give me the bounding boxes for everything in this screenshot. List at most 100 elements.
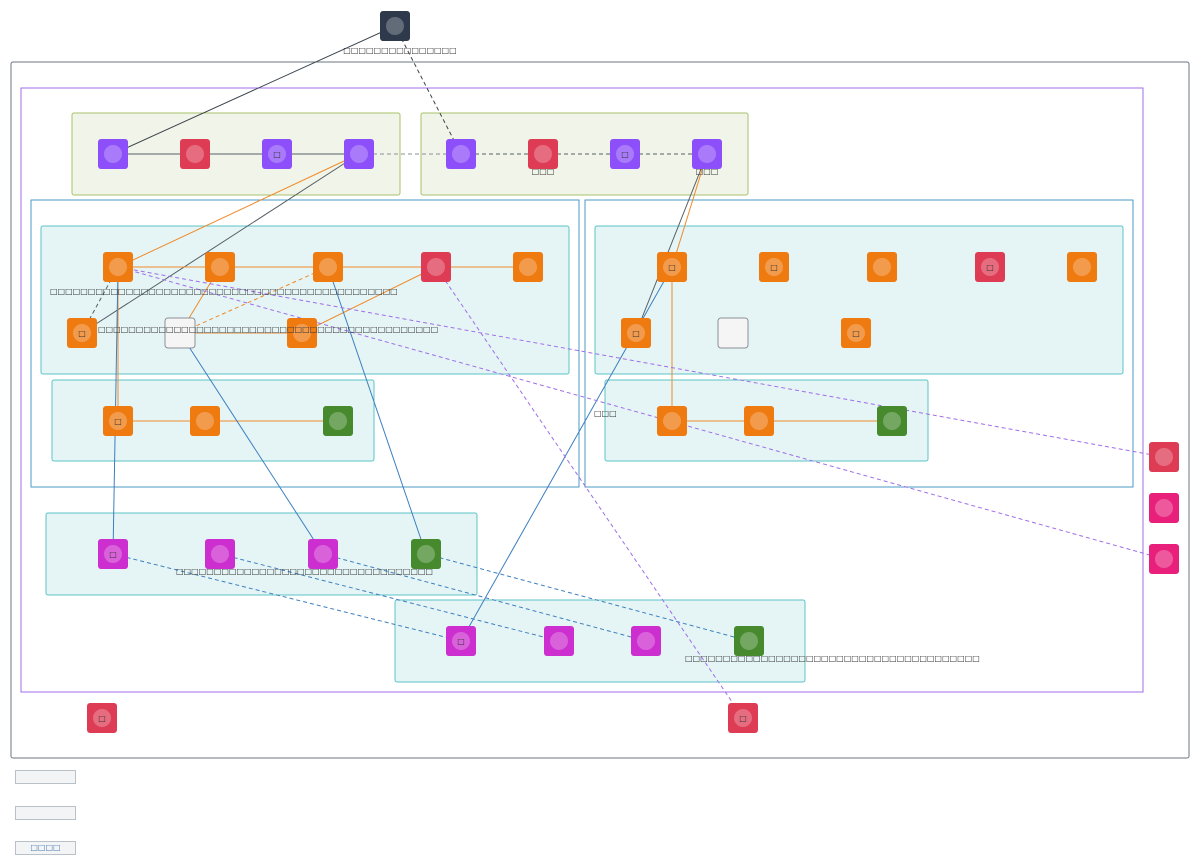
node-s1f[interactable]: □ — [67, 318, 97, 348]
node-s3f[interactable]: □ — [621, 318, 651, 348]
node-user[interactable] — [380, 11, 410, 41]
service-icon — [73, 324, 91, 342]
node-x2[interactable]: □ — [728, 703, 758, 733]
service-icon — [211, 258, 229, 276]
node-b1b[interactable] — [205, 539, 235, 569]
edge-r1-to-s1a — [117, 264, 1165, 458]
service-icon — [637, 632, 655, 650]
service-icon — [104, 545, 122, 563]
node-g1a[interactable] — [98, 139, 128, 169]
node-b2a[interactable]: □ — [446, 626, 476, 656]
subnet-bottom-left — [45, 512, 478, 596]
service-icon — [109, 412, 127, 430]
node-s1d[interactable] — [421, 252, 451, 282]
node-label: □ — [621, 150, 629, 159]
node-s1b[interactable] — [205, 252, 235, 282]
node-x1[interactable]: □ — [87, 703, 117, 733]
service-icon — [534, 145, 552, 163]
node-b2b[interactable] — [544, 626, 574, 656]
node-s1h[interactable] — [287, 318, 317, 348]
node-s4b[interactable] — [744, 406, 774, 436]
node-s4c[interactable] — [877, 406, 907, 436]
availability-zone-left — [30, 199, 580, 488]
node-g1d[interactable] — [344, 139, 374, 169]
service-icon — [268, 145, 286, 163]
node-g2c[interactable]: □ — [610, 139, 640, 169]
node-g1c[interactable]: □ — [262, 139, 292, 169]
service-icon — [319, 258, 337, 276]
node-r2[interactable] — [1149, 493, 1179, 523]
service-icon — [329, 412, 347, 430]
node-b1d[interactable] — [411, 539, 441, 569]
node-s3d[interactable]: □ — [975, 252, 1005, 282]
service-icon — [873, 258, 891, 276]
node-s1c[interactable] — [313, 252, 343, 282]
service-icon — [293, 324, 311, 342]
node-s3c[interactable] — [867, 252, 897, 282]
edge-s1g-to-b1c — [179, 332, 324, 555]
node-g1b[interactable] — [180, 139, 210, 169]
service-icon — [104, 145, 122, 163]
edge-s1c-to-s1g — [179, 266, 329, 334]
node-label: □ — [632, 329, 640, 338]
node-label: □ — [852, 329, 860, 338]
node-s4a[interactable] — [657, 406, 687, 436]
node-b2d[interactable] — [734, 626, 764, 656]
service-icon — [93, 709, 111, 727]
service-icon — [519, 258, 537, 276]
node-label: □□□ — [532, 167, 555, 176]
node-s2b[interactable] — [190, 406, 220, 436]
service-icon — [452, 145, 470, 163]
service-icon — [765, 258, 783, 276]
service-icon — [663, 258, 681, 276]
node-label: □ — [739, 714, 747, 723]
node-s1a[interactable] — [103, 252, 133, 282]
subnet-left-top — [40, 225, 570, 375]
service-icon — [847, 324, 865, 342]
edge-r3-to-s1a — [117, 265, 1165, 560]
node-s3b[interactable]: □ — [759, 252, 789, 282]
edge-b1b-to-b2b — [219, 553, 560, 643]
edge-s1a-to-s1f — [81, 266, 119, 334]
node-g2a[interactable] — [446, 139, 476, 169]
legend-item-1[interactable] — [15, 770, 76, 784]
service-icon — [1155, 448, 1173, 466]
service-icon — [616, 145, 634, 163]
node-s3e[interactable] — [1067, 252, 1097, 282]
service-icon — [1155, 550, 1173, 568]
node-s1e[interactable] — [513, 252, 543, 282]
node-g2b[interactable]: □□□ — [528, 139, 558, 176]
bottom-right-caption: □□□□□□□□□□□□□□□□□□□□□□□□□□□□□□□□□□□□□□□ — [685, 654, 980, 663]
node-b1a[interactable]: □ — [98, 539, 128, 569]
node-s3a[interactable]: □ — [657, 252, 687, 282]
node-b2c[interactable] — [631, 626, 661, 656]
node-r1[interactable] — [1149, 442, 1179, 472]
node-g2d[interactable]: □□□ — [692, 139, 722, 176]
subnet-right-top — [594, 225, 1124, 375]
service-icon — [981, 258, 999, 276]
subnet-right-side-label: □□□ — [594, 409, 617, 418]
node-s2c[interactable] — [323, 406, 353, 436]
node-s3g[interactable] — [717, 317, 749, 349]
service-icon — [663, 412, 681, 430]
node-r3[interactable] — [1149, 544, 1179, 574]
node-label: □ — [668, 263, 676, 272]
node-s3h[interactable]: □ — [841, 318, 871, 348]
node-s1g[interactable] — [164, 317, 196, 349]
service-icon — [627, 324, 645, 342]
edge-user-to-g2a — [394, 25, 462, 155]
node-label: □ — [770, 263, 778, 272]
legend-item-3[interactable]: □□□□ — [15, 841, 76, 855]
service-icon — [186, 145, 204, 163]
service-icon — [750, 412, 768, 430]
subnet-left-row1-label: □□□□□□□□□□□□□□□□□□□□□□□□□□□□□□□□□□□□□□□□… — [50, 287, 398, 296]
node-s2a[interactable]: □ — [103, 406, 133, 436]
legend-item-2[interactable] — [15, 806, 76, 820]
node-b1c[interactable] — [308, 539, 338, 569]
user-label: □□□□□□□□□□□□□□□ — [343, 46, 456, 55]
node-label: □ — [98, 714, 106, 723]
service-icon — [350, 145, 368, 163]
edge-s1f-to-g1d — [81, 153, 360, 334]
edge-b1a-to-b2a — [112, 553, 462, 643]
